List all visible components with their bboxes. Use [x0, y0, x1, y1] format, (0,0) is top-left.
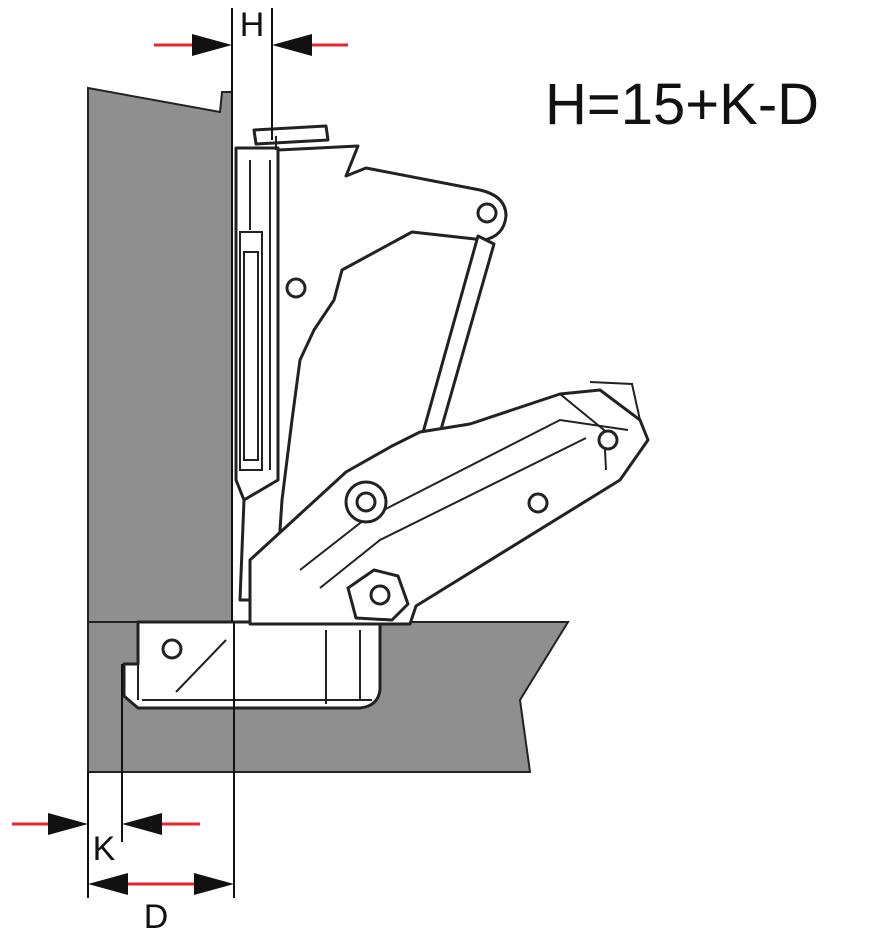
hinge-arm: [238, 144, 508, 602]
formula-text: H=15+K-D: [545, 72, 819, 137]
k-dimension-label: K: [93, 830, 116, 868]
k-dimension-arrows: [12, 813, 200, 835]
knuckle-pin-inner: [355, 491, 377, 513]
cup-screw-hole: [161, 638, 183, 660]
h-dimension-arrows: [154, 34, 348, 56]
arm-pivot-hole: [476, 202, 498, 224]
mounting-plate: [234, 146, 280, 502]
adjustment-screw: [252, 124, 330, 150]
link-rod: [420, 234, 496, 442]
d-dimension-label: D: [144, 898, 169, 936]
hinge-cup: [122, 620, 382, 710]
h-dimension-label: H: [240, 6, 265, 44]
knuckle-rivet: [527, 492, 549, 514]
knuckle-end-hole: [597, 429, 619, 451]
cabinet-side-panel: [87, 86, 233, 623]
d-dimension-arrows: [88, 873, 234, 895]
hinge-knuckle: [248, 381, 650, 626]
cup-link-hole: [369, 584, 391, 606]
arm-adjust-hole: [285, 277, 307, 299]
